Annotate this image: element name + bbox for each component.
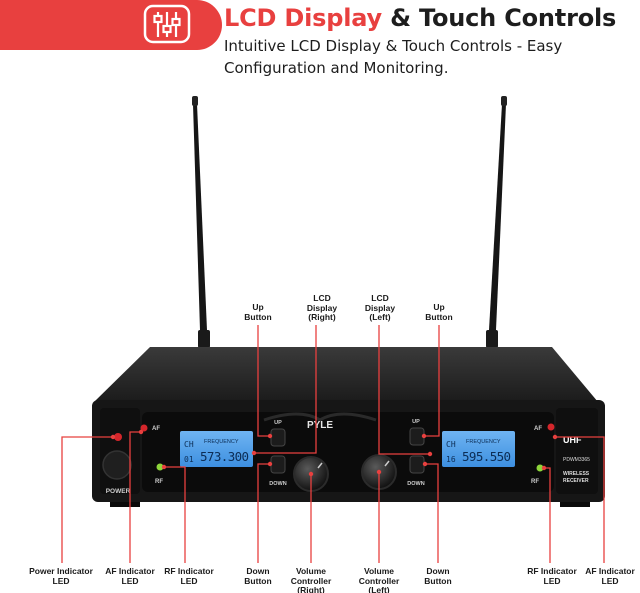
callout-leaders: [61, 325, 605, 563]
down-label: DOWN: [269, 481, 286, 487]
down-button-right-channel[interactable]: [270, 455, 286, 474]
rf-label: RF: [531, 479, 539, 485]
lcd-frequency-label: FREQUENCY: [204, 439, 239, 445]
callout-down-button-left: Down Button: [424, 566, 452, 586]
lcd-frequency: 573.300: [200, 449, 249, 464]
lcd-channel: 01: [184, 455, 194, 464]
lcd-frequency: 595.550: [462, 449, 511, 464]
svg-text:CH: CH: [184, 440, 194, 449]
callout-lcd-display-right: LCD Display (Right): [306, 293, 338, 322]
down-button-left-channel[interactable]: [409, 455, 425, 474]
lcd-channel: 16: [446, 455, 456, 464]
callout-power-indicator: Power Indicator LED: [29, 566, 93, 586]
page-subtitle: Intuitive LCD Display & Touch Controls -…: [224, 37, 563, 77]
callout-dots: [110, 429, 558, 477]
callout-up-button-right: Up Button: [244, 302, 272, 322]
callout-volume-right: Volume Controller (Right): [290, 566, 332, 593]
sliders-icon: [143, 4, 191, 44]
power-label: POWER: [106, 488, 131, 495]
af-indicator-led-left-channel: [547, 423, 555, 431]
rf-indicator-led-right-channel: [156, 463, 164, 471]
af-indicator-led-right-channel: [140, 424, 148, 432]
model-label: PDWM3365: [563, 457, 590, 463]
callout-af-indicator-left: AF Indicator LED: [585, 566, 635, 586]
callout-down-button-right: Down Button: [244, 566, 272, 586]
svg-text:CH: CH: [446, 440, 456, 449]
title-banner: [0, 0, 222, 50]
up-label: UP: [412, 419, 420, 425]
rf-indicator-led-left-channel: [536, 464, 544, 472]
antenna-left: [192, 96, 210, 348]
chassis-top: [94, 347, 598, 402]
callout-rf-indicator-left: RF Indicator LED: [527, 566, 577, 586]
af-label: AF: [152, 426, 160, 432]
callout-rf-indicator-right: RF Indicator LED: [164, 566, 214, 586]
callout-af-indicator-right: AF Indicator LED: [105, 566, 155, 586]
lcd-frequency-label: FREQUENCY: [466, 439, 501, 445]
title-accent: LCD Display: [224, 4, 382, 32]
up-label: UP: [274, 420, 282, 426]
callout-up-button-left: Up Button: [425, 302, 453, 322]
title-rest: & Touch Controls: [390, 4, 617, 32]
band-label: UHF: [563, 435, 582, 445]
brand-logo: PYLE: [307, 420, 333, 431]
page-title: LCD Display & Touch Controls: [224, 4, 616, 32]
callout-volume-left: Volume Controller (Left): [358, 566, 400, 593]
lcd-display-right-channel: CH 01 FREQUENCY 573.300: [180, 431, 253, 467]
up-button-right-channel[interactable]: [270, 428, 286, 447]
antenna-right: [486, 96, 507, 348]
lcd-display-left-channel: CH 16 FREQUENCY 595.550: [442, 431, 515, 467]
power-indicator-led: [114, 433, 122, 441]
power-button[interactable]: [102, 450, 132, 480]
rf-label: RF: [155, 479, 163, 485]
down-label: DOWN: [407, 481, 424, 487]
af-label: AF: [534, 426, 542, 432]
callout-lcd-display-left: LCD Display (Left): [364, 293, 396, 322]
